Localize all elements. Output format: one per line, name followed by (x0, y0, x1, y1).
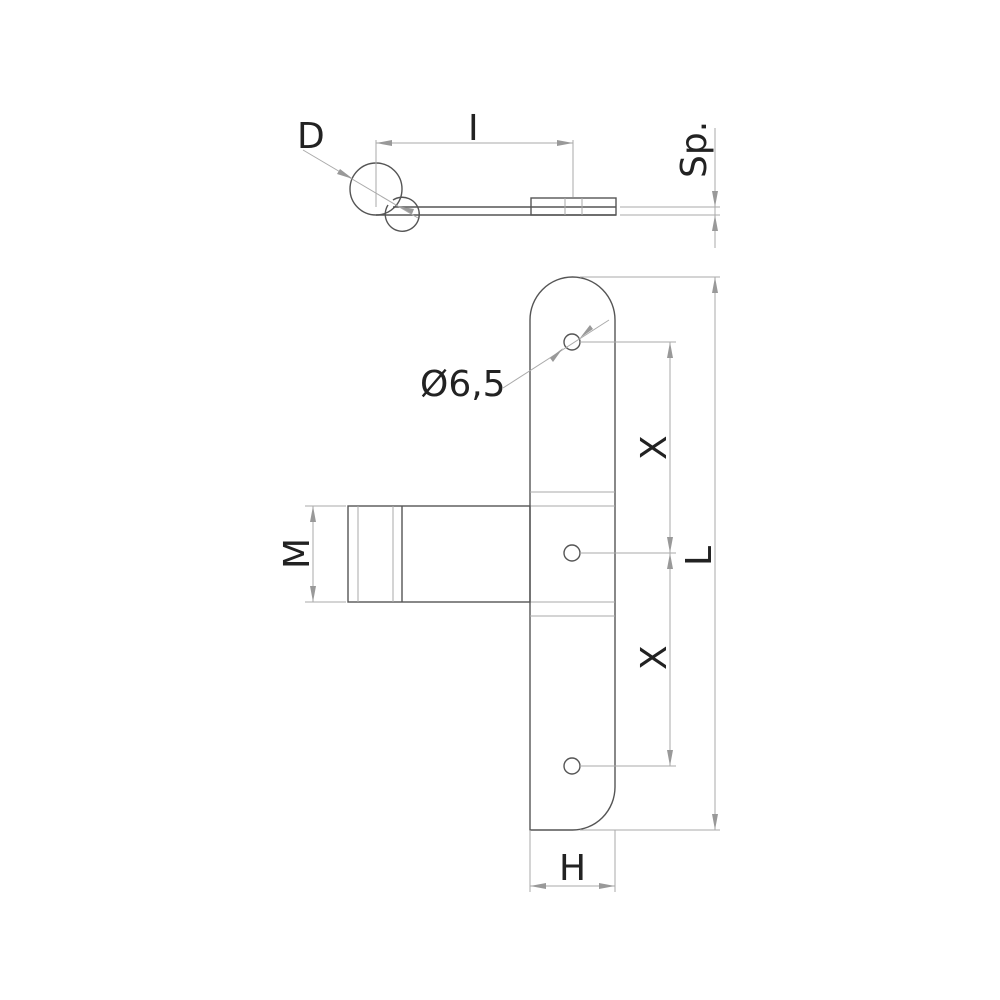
knuckle (347, 505, 531, 603)
label-x-lower: X (634, 645, 675, 670)
leaf-plate (529, 276, 616, 831)
label-x-upper: X (634, 435, 675, 460)
label-h: H (559, 848, 586, 889)
hole-middle (563, 544, 581, 562)
top-view (302, 128, 720, 248)
front-view (305, 276, 720, 892)
hole-bottom (563, 757, 581, 775)
label-l: L (679, 546, 720, 566)
top-block (530, 197, 617, 216)
label-m: M (277, 538, 318, 569)
label-hole-diameter: Ø6,5 (420, 364, 506, 405)
knuckle-inner (384, 196, 420, 232)
label-sp: Sp. (674, 121, 715, 178)
label-i: I (468, 108, 479, 149)
label-d: D (297, 116, 325, 157)
